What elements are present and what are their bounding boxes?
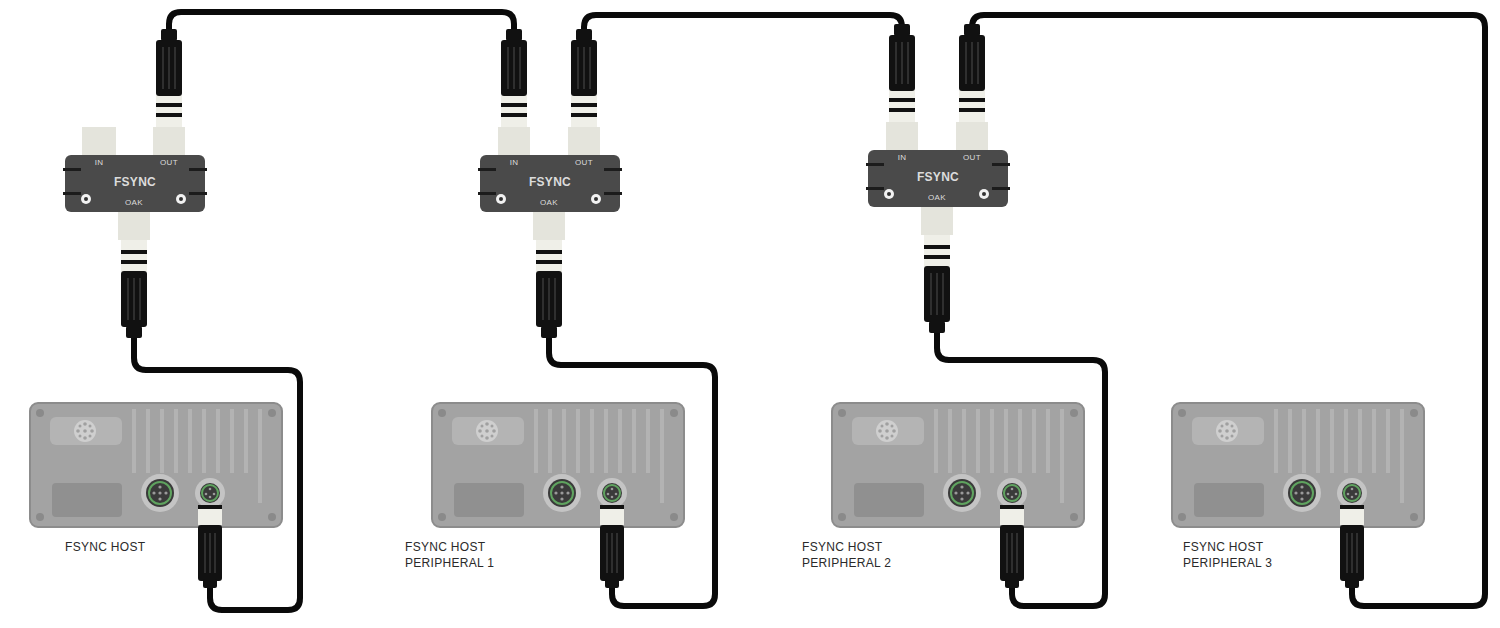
sync-cable	[972, 15, 1485, 606]
camera-label: FSYNC HOST	[65, 540, 177, 556]
device-name: FSYNC	[114, 176, 156, 189]
cable-plug	[1000, 505, 1024, 588]
port-label: OUT	[160, 159, 178, 168]
camera-label: FSYNC HOST PERIPHERAL 1	[405, 540, 517, 571]
camera-box: FSYNC HOST	[30, 403, 282, 527]
fsync-splitter	[63, 155, 207, 212]
port-label: IN	[898, 154, 907, 163]
in-port	[82, 127, 116, 155]
cable-plug	[1340, 505, 1364, 588]
port-label: OAK	[928, 194, 946, 203]
camera-box: FSYNC HOST PERIPHERAL 2	[832, 403, 1084, 527]
cable-plug	[600, 505, 624, 588]
cable-plug	[153, 29, 185, 155]
cable-plug	[198, 505, 222, 588]
port-label: OUT	[963, 154, 981, 163]
cable-plug	[921, 207, 953, 333]
sync-cable	[584, 15, 902, 155]
cable-plug	[886, 24, 918, 150]
port-label: OAK	[540, 199, 558, 208]
cable-plug	[118, 212, 150, 338]
oak-camera	[1172, 403, 1424, 527]
camera-box: FSYNC HOST PERIPHERAL 3	[1172, 403, 1424, 527]
device-name: FSYNC	[917, 171, 959, 184]
oak-camera	[30, 403, 282, 527]
port-label: IN	[95, 159, 104, 168]
cable-plug	[568, 29, 600, 155]
camera-label: FSYNC HOST PERIPHERAL 3	[1183, 540, 1295, 571]
fsync-splitter-box: IN OUT FSYNC OAK	[868, 150, 1008, 207]
cable-plug	[533, 212, 565, 338]
port-label: OAK	[125, 199, 143, 208]
port-label: OUT	[575, 159, 593, 168]
fsync-splitter-box: IN OUT FSYNC OAK	[65, 155, 205, 212]
port-label: IN	[510, 159, 519, 168]
fsync-splitter	[478, 155, 622, 212]
oak-camera	[832, 403, 1084, 527]
camera-box: FSYNC HOST PERIPHERAL 1	[432, 403, 684, 527]
cable-plug	[956, 24, 988, 150]
cable-plug	[498, 29, 530, 155]
oak-camera	[432, 403, 684, 527]
fsync-splitter-box: IN OUT FSYNC OAK	[480, 155, 620, 212]
fsync-splitter	[866, 150, 1010, 207]
sync-cable	[937, 207, 1105, 606]
device-name: FSYNC	[529, 176, 571, 189]
sync-cable	[169, 12, 514, 155]
sync-cable	[134, 212, 300, 610]
sync-cable	[549, 212, 715, 606]
camera-label: FSYNC HOST PERIPHERAL 2	[802, 540, 914, 571]
